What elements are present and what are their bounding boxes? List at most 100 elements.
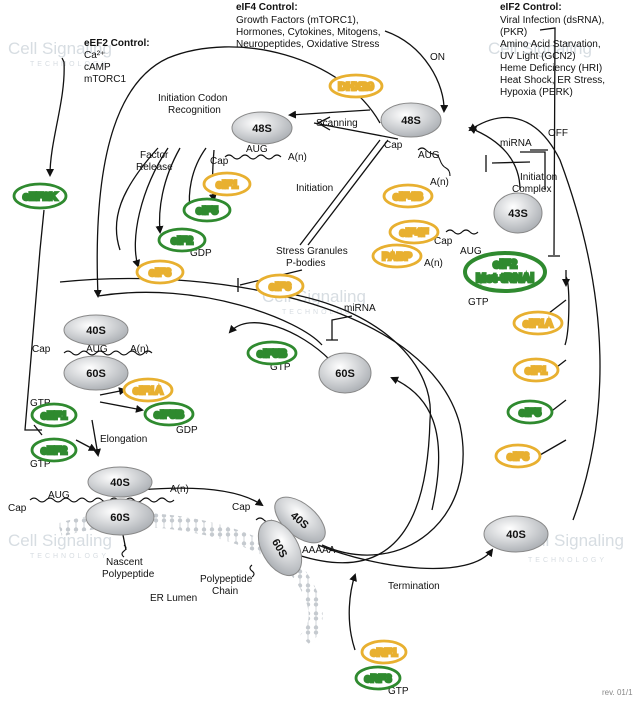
svg-text:Hormones, Cytokines, Mitogens,: Hormones, Cytokines, Mitogens, (236, 27, 381, 38)
svg-text:Cap: Cap (384, 140, 403, 151)
svg-text:Initiation Codon: Initiation Codon (158, 93, 228, 104)
svg-text:DHX29: DHX29 (338, 81, 373, 93)
svg-text:eIF1A: eIF1A (523, 318, 553, 330)
svg-text:Cap: Cap (210, 156, 229, 167)
svg-text:A(n): A(n) (288, 152, 307, 163)
svg-text:eIF5: eIF5 (196, 205, 218, 217)
svg-text:ER Lumen: ER Lumen (150, 593, 197, 604)
svg-text:40S: 40S (86, 325, 106, 337)
svg-text:Cell Signaling: Cell Signaling (8, 39, 112, 58)
svg-text:eIF5B: eIF5B (257, 348, 287, 360)
svg-text:Factor: Factor (140, 150, 169, 161)
svg-text:Chain: Chain (212, 586, 238, 597)
eif2-met-trnai-complex: eIF2 Met-tRNAi (463, 251, 547, 293)
svg-text:GTP: GTP (30, 398, 51, 409)
svg-text:60S: 60S (335, 368, 355, 380)
ribosome-60s-low: 60S (85, 498, 155, 536)
eif5b-factor-mid: eIF5B (246, 340, 298, 366)
svg-text:miRNA: miRNA (500, 138, 532, 149)
eif3-factor-right: eIF3 (494, 443, 542, 469)
eef2-factor: eEF2 (30, 437, 78, 463)
svg-text:Heat Shock, ER Stress,: Heat Shock, ER Stress, (500, 75, 605, 86)
cofactor-annotations: Cap AUG A(n) Cap AUG A(n) Cap AUG A(n) G… (8, 140, 489, 697)
svg-text:A(n): A(n) (130, 344, 149, 355)
svg-text:P-bodies: P-bodies (286, 258, 325, 269)
eif1-factor-top: eIF1 (202, 171, 252, 197)
ribosome-60s-er: 60S (257, 520, 303, 576)
svg-text:mTORC1: mTORC1 (84, 74, 126, 85)
svg-text:eIF3: eIF3 (149, 267, 171, 279)
svg-text:TECHNOLOGY: TECHNOLOGY (30, 61, 109, 68)
svg-text:48S: 48S (401, 115, 421, 127)
svg-text:eIF6: eIF6 (269, 281, 291, 293)
ribosome-40s-low: 40S (87, 466, 153, 498)
svg-text:Cap: Cap (232, 502, 251, 513)
svg-text:Nascent: Nascent (106, 557, 143, 568)
svg-text:60S: 60S (110, 512, 130, 524)
eif3-factor-top: eIF3 (135, 259, 185, 285)
svg-text:UV Light (GCN2): UV Light (GCN2) (500, 51, 576, 62)
eef2-control: eEF2 Control: Ca²⁺ cAMP mTORC1 (84, 38, 150, 85)
svg-text:Initiation: Initiation (520, 172, 557, 183)
svg-text:eEF2: eEF2 (41, 445, 67, 457)
pathway-arrows (24, 27, 601, 651)
svg-text:AUG: AUG (48, 490, 70, 501)
svg-text:AUG: AUG (246, 144, 268, 155)
svg-text:miRNA: miRNA (344, 303, 376, 314)
svg-text:Stress Granules: Stress Granules (276, 246, 348, 257)
revision-label: rev. 01/1 (602, 688, 633, 697)
eif1-factor-right: eIF1 (512, 357, 560, 383)
svg-text:eRF3: eRF3 (365, 673, 392, 685)
svg-text:GTP: GTP (388, 686, 409, 697)
ribosome-43s: 43S (493, 192, 543, 234)
svg-text:Neuropeptides, Oxidative Stres: Neuropeptides, Oxidative Stress (236, 39, 379, 50)
svg-text:ON: ON (430, 52, 445, 63)
svg-text:Termination: Termination (388, 581, 440, 592)
pabp-factor: PABP (371, 243, 423, 269)
svg-text:(PKR): (PKR) (500, 27, 527, 38)
svg-text:eIF1: eIF1 (525, 365, 547, 377)
svg-text:GDP: GDP (176, 425, 198, 436)
svg-text:eIF2: eIF2 (171, 235, 193, 247)
svg-text:TECHNOLOGY: TECHNOLOGY (282, 309, 361, 316)
ribosome-40s-termination: 40S (483, 515, 549, 553)
ribosome-40s-mid: 40S (63, 314, 129, 346)
ribosome-48s-right: 48S (380, 102, 442, 138)
svg-text:eIF1: eIF1 (216, 179, 238, 191)
svg-text:43S: 43S (508, 208, 528, 220)
dhx29-factor: DHX29 (328, 73, 384, 99)
svg-text:Cap: Cap (8, 503, 27, 514)
svg-text:eIF4B: eIF4B (393, 191, 423, 203)
svg-text:40S: 40S (506, 529, 526, 541)
erf3-factor: eRF3 (354, 665, 402, 691)
eif4f-factor: eIF4F (388, 219, 440, 245)
eef1-factor: eEF1 (30, 402, 78, 428)
svg-text:eIF4F: eIF4F (400, 227, 429, 239)
ribosome-60s-mid: 60S (63, 355, 129, 391)
svg-text:Ca²⁺: Ca²⁺ (84, 50, 105, 61)
mrna-strands (29, 147, 479, 578)
svg-text:Polypeptide: Polypeptide (200, 574, 253, 585)
svg-text:Cell Signaling: Cell Signaling (488, 39, 592, 58)
eif5-factor-right: eIF5 (506, 399, 554, 425)
svg-text:eIF5: eIF5 (519, 407, 541, 419)
svg-text:eIF4 Control:: eIF4 Control: (236, 2, 298, 13)
eif4-control: eIF4 Control: Growth Factors (mTORC1), H… (236, 2, 381, 50)
svg-text:GTP: GTP (468, 297, 489, 308)
eif2-factor-top: eIF2 (157, 227, 207, 253)
eif5-factor-top: eIF5 (182, 197, 232, 223)
svg-text:Cell Signaling: Cell Signaling (8, 531, 112, 550)
svg-text:Complex: Complex (512, 184, 551, 195)
svg-text:eIF3: eIF3 (507, 451, 529, 463)
svg-text:A(n): A(n) (424, 258, 443, 269)
svg-text:eIF5B: eIF5B (154, 409, 184, 421)
svg-text:eEF2 Control:: eEF2 Control: (84, 38, 150, 49)
svg-text:Cap: Cap (434, 236, 453, 247)
svg-text:AUG: AUG (418, 150, 440, 161)
svg-text:GTP: GTP (270, 362, 291, 373)
svg-text:eEF1: eEF1 (41, 410, 67, 422)
svg-text:AUG: AUG (86, 344, 108, 355)
svg-text:60S: 60S (86, 368, 106, 380)
svg-text:TECHNOLOGY: TECHNOLOGY (30, 553, 109, 560)
